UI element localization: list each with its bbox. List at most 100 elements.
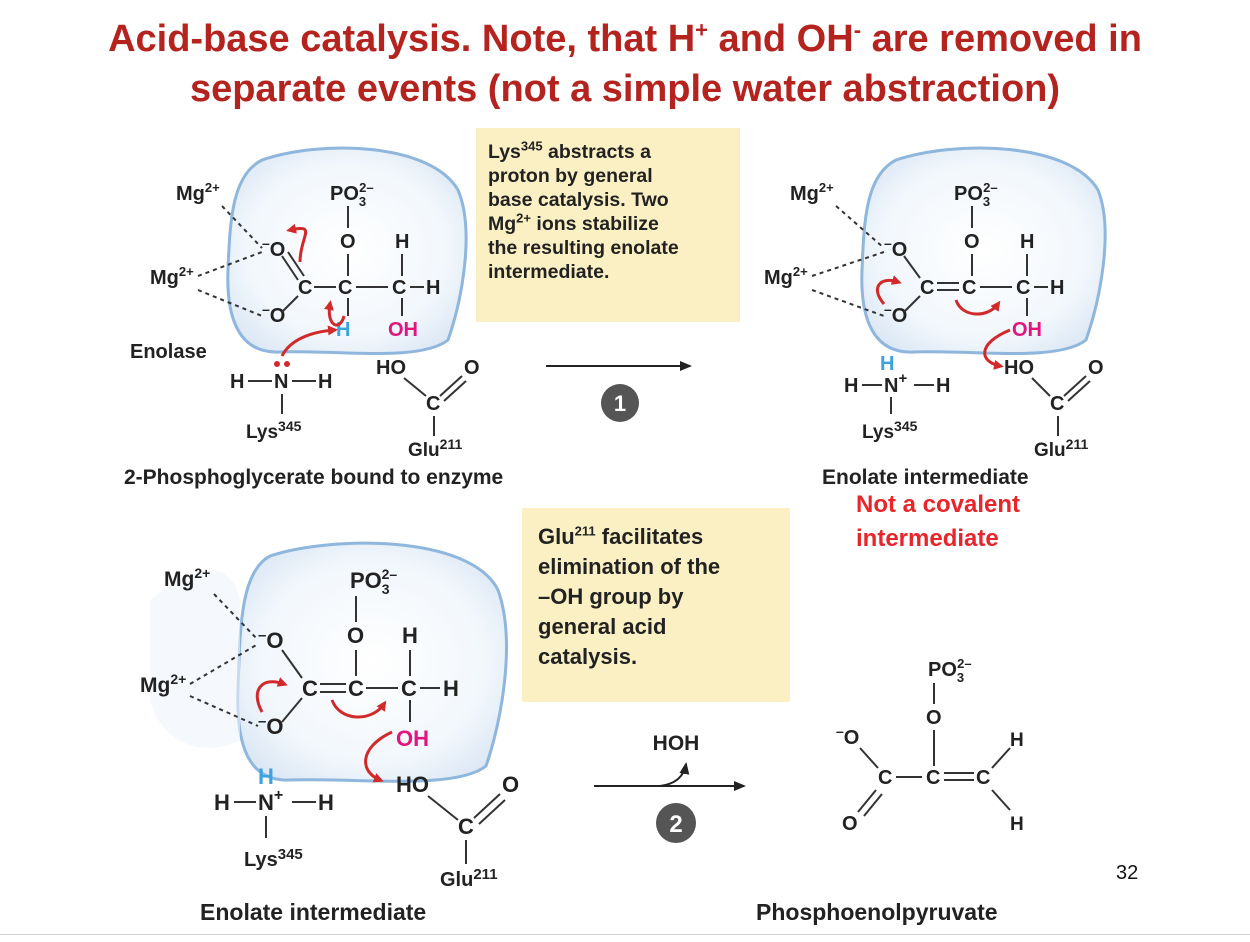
mg-coordination-line (213, 593, 259, 641)
atom-h: H (443, 676, 459, 701)
reaction-arrow-2: HOH 2 (594, 732, 746, 843)
atom-h: H (395, 231, 409, 253)
mg-coordination-line (197, 251, 263, 277)
callout-1-line: Lys345 abstracts a (488, 138, 651, 164)
atom-o: O (926, 707, 942, 729)
atom-n: N (274, 371, 288, 393)
mg-label: Mg2+ (176, 180, 220, 205)
double-bond (1063, 375, 1087, 397)
atom-o: O (347, 623, 364, 648)
step-2-number: 2 (669, 811, 682, 838)
electron-arrow (324, 300, 346, 327)
callout-1-line: proton by general (488, 165, 653, 187)
caption-panel-2: Enolate intermediate (822, 466, 1029, 489)
callout-2-line: general acid (538, 614, 667, 639)
electron-arrow (364, 730, 393, 783)
enolase-label: Enolase (130, 341, 207, 363)
callout-2-line: –OH group by (538, 584, 684, 609)
atom-n-plus: N+ (258, 787, 283, 815)
double-bond (443, 380, 467, 402)
glu-ho: HO (376, 357, 406, 379)
atom-c: C (962, 277, 976, 299)
callout-2-line: Glu211 facilitates (538, 523, 704, 549)
atom-c: C (392, 277, 406, 299)
atom-c: C (878, 767, 892, 789)
bond (1031, 377, 1051, 397)
callout-step-2: Glu211 facilitates elimination of the –O… (522, 508, 790, 702)
glu-label: Glu211 (408, 436, 462, 461)
atom-h: H (230, 371, 244, 393)
step-1-badge (601, 384, 639, 422)
electron-arrow (330, 699, 387, 719)
atom-o-minus: –O (884, 301, 907, 327)
electron-arrow (876, 275, 902, 305)
atom-h: H (1010, 730, 1024, 751)
electron-arrow (255, 677, 288, 713)
phosphate-label: PO32– (350, 566, 397, 597)
atom-o: O (842, 813, 858, 835)
hydroxyl-oh: OH (1012, 319, 1042, 341)
atom-h: H (1010, 814, 1024, 835)
double-bond (439, 375, 463, 397)
enzyme-pocket-1 (226, 146, 468, 355)
atom-c: C (298, 277, 312, 299)
atom-o: O (1088, 357, 1104, 379)
atom-o: O (502, 772, 519, 797)
lys-label: Lys345 (862, 418, 918, 443)
callout-1-line: intermediate. (488, 261, 610, 283)
callout-2-line: elimination of the (538, 554, 721, 579)
title-line-2: separate events (not a simple water abst… (189, 68, 1061, 110)
glu-label: Glu211 (1034, 436, 1088, 461)
atom-c: C (401, 676, 417, 701)
atom-c: C (1050, 393, 1064, 415)
lys-label: Lys345 (246, 418, 302, 443)
atom-h: H (1050, 277, 1064, 299)
mg-coordination-line (221, 205, 263, 249)
double-bond (857, 789, 877, 813)
lone-pair-dot (284, 361, 290, 367)
atom-h: H (936, 375, 950, 397)
atom-o: O (340, 231, 356, 253)
double-bond (281, 255, 299, 281)
electron-arrow (286, 223, 308, 263)
double-bond (1067, 380, 1091, 402)
phosphate-label: PO32– (330, 180, 374, 209)
step-2-badge (656, 803, 696, 843)
callout-step-1: Lys345 abstracts a proton by general bas… (476, 128, 740, 322)
mg-label: Mg2+ (140, 671, 186, 697)
electron-arrow (280, 325, 338, 357)
bond (281, 649, 303, 679)
mg-label: Mg2+ (790, 180, 834, 205)
bond (859, 747, 879, 769)
hydroxyl-oh: OH (396, 726, 429, 751)
caption-panel-1: 2-Phosphoglycerate bound to enzyme (124, 466, 503, 489)
panel-enolate-intermediate-1: Mg2+ Mg2+ PO32– O H –O –O C C C H OH H H… (764, 146, 1107, 489)
atom-c: C (426, 393, 440, 415)
callout-1-line: Mg2+ ions stabilize (488, 210, 659, 236)
mg-label: Mg2+ (764, 264, 808, 289)
bond (427, 795, 459, 821)
double-bond (473, 793, 501, 819)
bond (403, 377, 427, 397)
note-line-1: Not a covalent (856, 491, 1021, 518)
page-number: 32 (1116, 862, 1139, 884)
mg-coordination-line (189, 643, 259, 685)
atom-h: H (318, 371, 332, 393)
double-bond (478, 799, 506, 825)
note-line-2: intermediate (856, 525, 999, 552)
double-bond (863, 793, 883, 817)
bond (281, 697, 303, 723)
atom-c: C (920, 277, 934, 299)
bond (281, 295, 299, 313)
atom-o-minus: –O (836, 723, 859, 749)
atom-h: H (402, 623, 418, 648)
atom-c: C (302, 676, 318, 701)
slide-title: Acid-base catalysis. Note, that H+ and O… (0, 14, 1250, 114)
slide-bottom-border (0, 934, 1250, 935)
callout-1-line: base catalysis. Two (488, 189, 669, 211)
panel-2-phosphoglycerate: Mg2+ Mg2+ PO32– O H –O –O C C C H H OH E… (124, 146, 503, 489)
hydroxyl-oh: OH (388, 319, 418, 341)
glu-label: Glu211 (440, 866, 498, 891)
electron-arrow (983, 328, 1011, 370)
glu-ho: HO (1004, 357, 1034, 379)
